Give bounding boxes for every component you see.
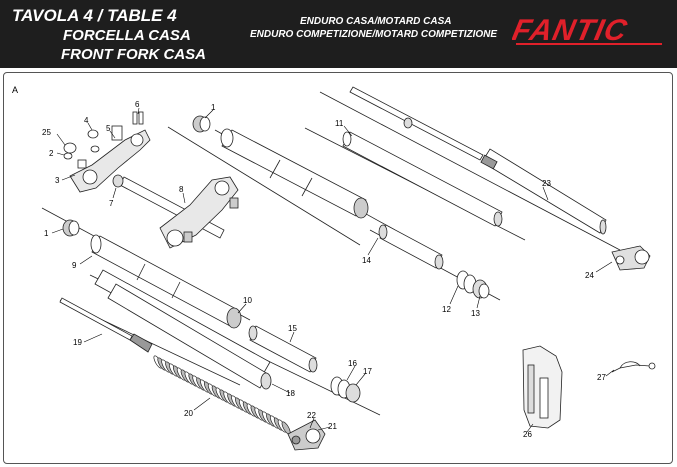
label-part-14: 14	[362, 256, 371, 265]
label-part-5: 5	[106, 124, 111, 133]
model-line-1: ENDURO CASA/MOTARD CASA	[300, 16, 452, 27]
title-line-2: FORCELLA CASA	[63, 27, 191, 44]
label-part-20: 20	[184, 409, 193, 418]
svg-text:FANTIC: FANTIC	[512, 14, 631, 47]
label-part-18: 18	[286, 389, 295, 398]
part-11-inner-tube	[342, 131, 503, 227]
part-9-outer-tube	[90, 234, 242, 329]
outer-tube-upper	[220, 128, 369, 219]
model-line-2: ENDURO COMPETIZIONE/MOTARD COMPETIZIONE	[250, 29, 498, 40]
title-line-1: TAVOLA 4 / TABLE 4	[12, 6, 177, 25]
part-21-axle-foot	[287, 419, 326, 451]
parts-12-13-rings	[456, 270, 490, 299]
part-23-damper-rod	[349, 86, 607, 235]
label-part-6: 6	[135, 100, 140, 109]
label-part-21: 21	[328, 422, 337, 431]
part-26-fork-guard	[522, 345, 563, 429]
label-part-8: 8	[179, 185, 184, 194]
fantic-logo: FANTIC	[512, 14, 662, 47]
label-part-15: 15	[288, 324, 297, 333]
upper-triple-clamp	[69, 125, 151, 193]
part-1-lower-seal	[62, 219, 80, 237]
part-6-bolts	[132, 111, 144, 125]
label-part-23: 23	[542, 179, 551, 188]
part-15-bushing	[248, 325, 318, 373]
label-part-16: 16	[348, 359, 357, 368]
label-part-2: 2	[49, 149, 54, 158]
label-part-17: 17	[363, 367, 372, 376]
label-part-22: 22	[307, 411, 316, 420]
part-20-spring	[153, 355, 291, 435]
part-27-hose-clip	[611, 361, 656, 373]
parts-16-17-rings	[330, 376, 361, 403]
lower-triple-clamp	[159, 176, 239, 249]
label-part-1-left: 1	[44, 229, 49, 238]
label-part-9: 9	[72, 261, 77, 270]
diagram-frame	[3, 72, 673, 464]
label-part-10: 10	[243, 296, 252, 305]
label-part-24: 24	[585, 271, 594, 280]
label-part-25: 25	[42, 128, 51, 137]
label-part-7: 7	[109, 199, 114, 208]
part-24-axle-clamp	[611, 245, 651, 271]
part-18-inner-tube	[94, 269, 272, 390]
part-1-top-seal	[192, 115, 211, 133]
label-part-3: 3	[55, 176, 60, 185]
label-part-19: 19	[73, 338, 82, 347]
label-part-27: 27	[597, 373, 606, 382]
label-part-11: 11	[335, 119, 344, 128]
part-14-bushing	[378, 224, 444, 270]
small-parts-2-25-4	[63, 129, 100, 169]
label-part-13: 13	[471, 309, 480, 318]
part-19-damper-rod	[59, 297, 153, 353]
label-part-4: 4	[84, 116, 89, 125]
title-line-3: FRONT FORK CASA	[61, 46, 206, 63]
header-bar: TAVOLA 4 / TABLE 4 FORCELLA CASA FRONT F…	[0, 0, 677, 68]
label-part-1-top: 1	[211, 103, 216, 112]
label-part-26: 26	[523, 430, 532, 439]
label-part-12: 12	[442, 305, 451, 314]
section-label: A	[12, 85, 19, 95]
